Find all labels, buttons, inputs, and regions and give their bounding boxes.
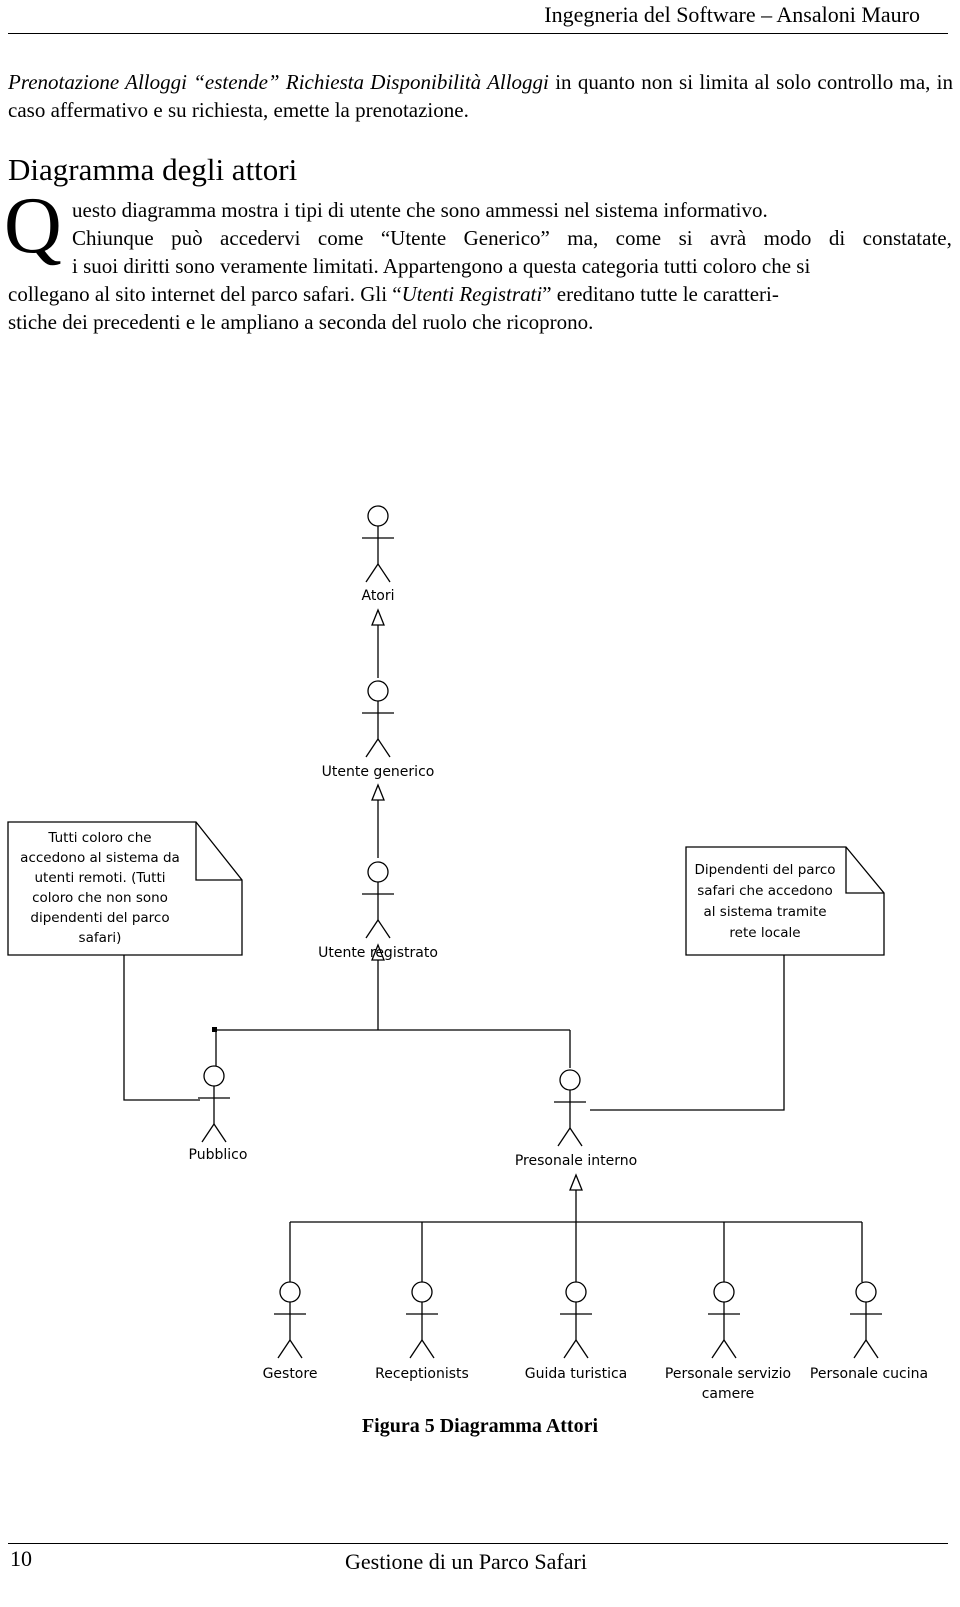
footer-rule	[8, 1543, 948, 1544]
figure-caption: Figura 5 Diagramma Attori	[361, 1415, 599, 1437]
page-number: 10	[10, 1546, 32, 1571]
note-line: coloro che non sono	[32, 890, 168, 906]
section-heading: Diagramma degli attori	[8, 152, 298, 187]
note-line: al sistema tramite	[703, 904, 826, 920]
actor-label-atori: Atori	[361, 588, 394, 604]
intro-paragraph: Prenotazione Alloggi “estende” Richiesta…	[8, 68, 953, 124]
note-line: Tutti coloro che	[47, 830, 151, 846]
word: “Utente	[380, 226, 447, 250]
intro-term2: Richiesta Disponibilità Alloggi	[285, 70, 549, 94]
word: come	[615, 226, 662, 250]
actor-personale-servizio-icon	[707, 1281, 741, 1359]
actor-label-personale-servizio-line2: camere	[702, 1386, 755, 1402]
arrow-head	[569, 1173, 583, 1191]
paragraph-line-4: collegano al sito internet del parco saf…	[8, 280, 779, 308]
actor-label-utente-registrato: Utente registrato	[318, 945, 438, 961]
actor-personale-cucina-icon	[849, 1281, 883, 1359]
arrow-head	[371, 783, 385, 801]
actor-label-personale-servizio: Personale servizio	[665, 1366, 791, 1382]
note-remote-users: Tutti coloro che accedono al sistema da …	[7, 821, 243, 956]
word: constatate,	[862, 226, 952, 250]
word: di	[828, 226, 846, 250]
paragraph-line-3: i suoi diritti sono veramente limitati. …	[72, 254, 811, 278]
actor-label-guida-turistica: Guida turistica	[525, 1366, 627, 1382]
actor-label-personale-interno: Presonale interno	[515, 1153, 637, 1169]
note-line: rete locale	[729, 925, 800, 941]
actor-utente-registrato-icon	[361, 861, 395, 939]
actor-personale-interno-icon	[553, 1069, 587, 1147]
paragraph-line-2: Chiunque può accedervi come “Utente Gene…	[72, 224, 952, 252]
arrow-head	[371, 608, 385, 626]
word: come	[317, 226, 364, 250]
header-rule	[8, 33, 948, 34]
actor-utente-generico-icon	[361, 680, 395, 758]
line4-start: collegano al sito internet del parco saf…	[8, 282, 402, 306]
inheritance-arrows	[371, 608, 583, 1191]
word: Chiunque	[72, 226, 154, 250]
arrow-head	[371, 943, 385, 961]
word: modo	[763, 226, 812, 250]
actor-diagram: Atori Utente generico Utente registrato …	[7, 505, 928, 1402]
intro-verb: “estende”	[193, 70, 280, 94]
running-header: Ingegneria del Software – Ansaloni Mauro	[544, 2, 920, 27]
intro-rest: in quanto non si limita al solo controll…	[8, 70, 954, 122]
note-line: utenti remoti. (Tutti	[35, 870, 166, 886]
intro-term1: Prenotazione Alloggi	[8, 70, 187, 94]
word: avrà	[710, 226, 747, 250]
actor-gestore-icon	[273, 1281, 307, 1359]
note-line: accedono al sistema da	[20, 850, 180, 866]
emphasis-utenti-registrati: Utenti Registrati	[401, 282, 543, 306]
word: può	[171, 226, 203, 250]
drop-cap: Q	[4, 182, 62, 270]
note-line: dipendenti del parco	[30, 910, 169, 926]
line4-end: ” ereditano tutte le caratteri-	[542, 282, 779, 306]
word: ma,	[567, 226, 599, 250]
note-line: safari)	[79, 930, 122, 946]
paragraph-line-1: uesto diagramma mostra i tipi di utente …	[72, 198, 768, 222]
note-local-staff: Dipendenti del parco safari che accedono…	[685, 846, 885, 956]
actor-atori-icon	[361, 505, 395, 583]
word: si	[678, 226, 693, 250]
note-line: safari che accedono	[697, 883, 833, 899]
word: Generico”	[463, 226, 550, 250]
paragraph-line-5: stiche dei precedenti e le ampliano a se…	[8, 310, 594, 334]
actor-label-gestore: Gestore	[263, 1366, 318, 1382]
footer-title: Gestione di un Parco Safari	[345, 1549, 587, 1574]
actor-label-personale-cucina: Personale cucina	[810, 1366, 928, 1382]
generalization-lines	[123, 625, 863, 1282]
actor-guida-turistica-icon	[559, 1281, 593, 1359]
actor-label-pubblico: Pubblico	[189, 1147, 248, 1163]
actor-label-utente-generico: Utente generico	[322, 764, 435, 780]
junction-marker	[212, 1027, 217, 1032]
actor-label-receptionists: Receptionists	[375, 1366, 469, 1382]
note-line: Dipendenti del parco	[694, 862, 835, 878]
word: accedervi	[220, 226, 301, 250]
actor-receptionists-icon	[405, 1281, 439, 1359]
actor-pubblico-icon	[197, 1065, 231, 1143]
